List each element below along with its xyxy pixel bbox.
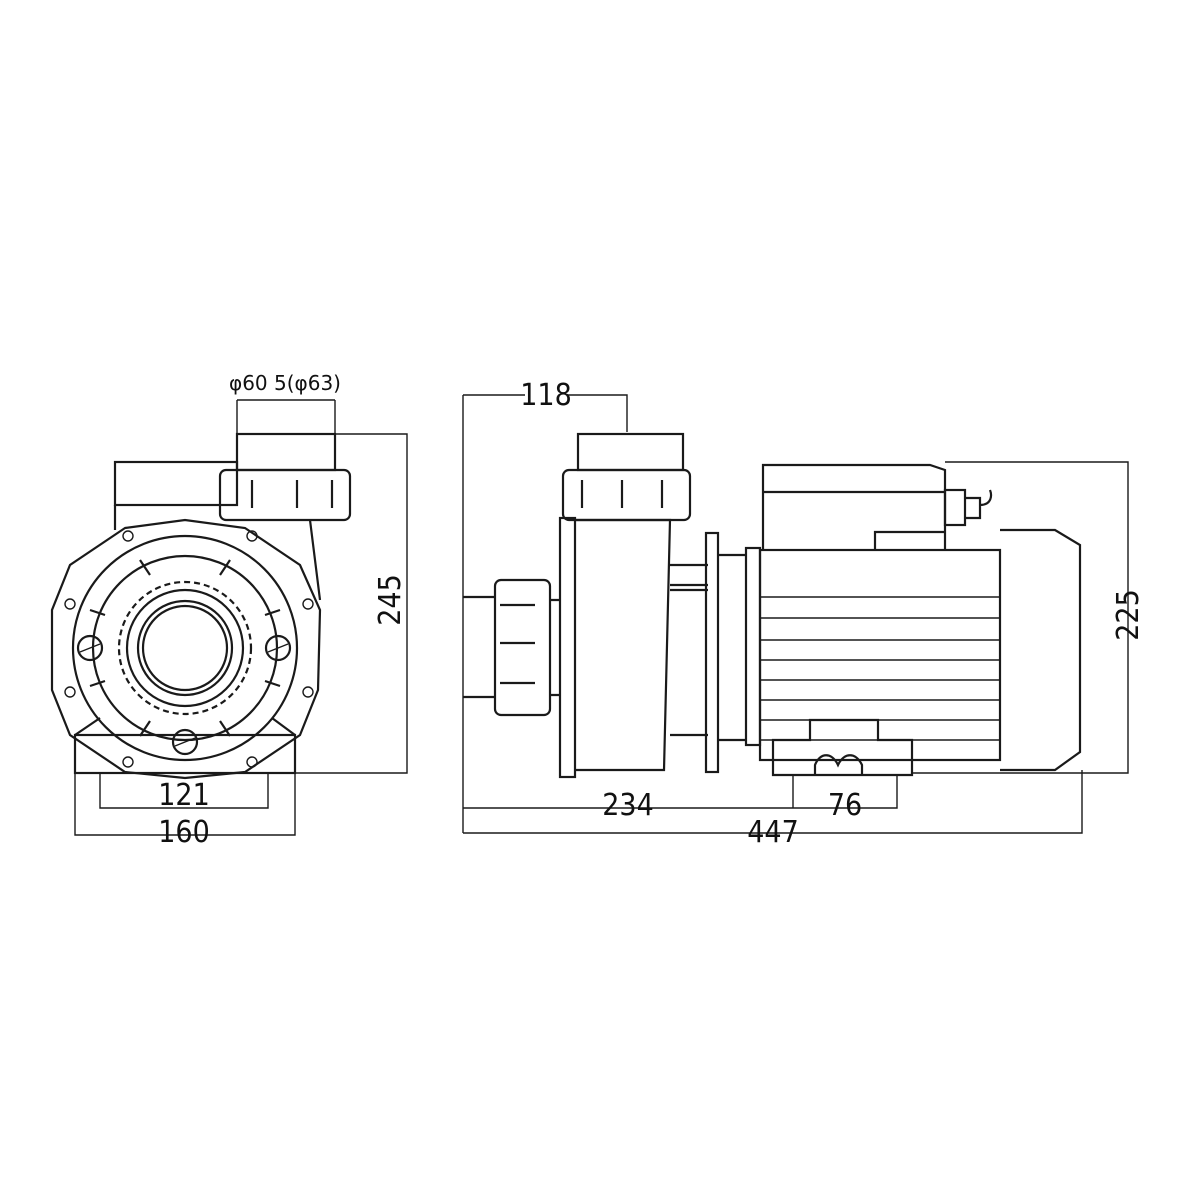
clamp-screws	[76, 634, 292, 756]
pipe-diameter-label: φ60 5(φ63)	[229, 371, 341, 395]
fan-cover	[1000, 528, 1082, 772]
base-inner-width-label: 121	[158, 778, 210, 813]
junction-box	[761, 463, 947, 550]
outlet-offset-label: 118	[520, 378, 572, 413]
foot-width-label: 76	[828, 788, 862, 823]
side-tube	[113, 460, 239, 507]
side-height-label: 225	[1111, 589, 1146, 641]
foot-offset-label: 234	[602, 788, 654, 823]
cable-gland	[943, 488, 967, 527]
base-outer-width-label: 160	[158, 815, 210, 850]
total-length-label: 447	[747, 815, 799, 850]
inlet-union-nut	[493, 578, 552, 717]
outlet-pipe	[235, 432, 337, 472]
volute-flange	[558, 516, 577, 779]
front-view: φ60 5(φ63) 245 121 160	[50, 371, 408, 850]
side-outlet-pipe	[576, 432, 685, 472]
motor-body	[758, 548, 1002, 762]
front-height-label: 245	[373, 574, 408, 626]
side-view: 118 225 234 76 447	[462, 378, 1146, 850]
volute-body	[575, 518, 672, 772]
shaft-adapter	[670, 563, 708, 737]
motor-foot	[771, 718, 914, 777]
cooling-fins	[760, 596, 1000, 741]
front-base	[73, 733, 297, 775]
mounting-flange	[704, 531, 720, 774]
pump-flange	[50, 518, 322, 780]
flange-bolt-holes	[64, 530, 314, 768]
outlet-union-nut	[218, 468, 352, 522]
